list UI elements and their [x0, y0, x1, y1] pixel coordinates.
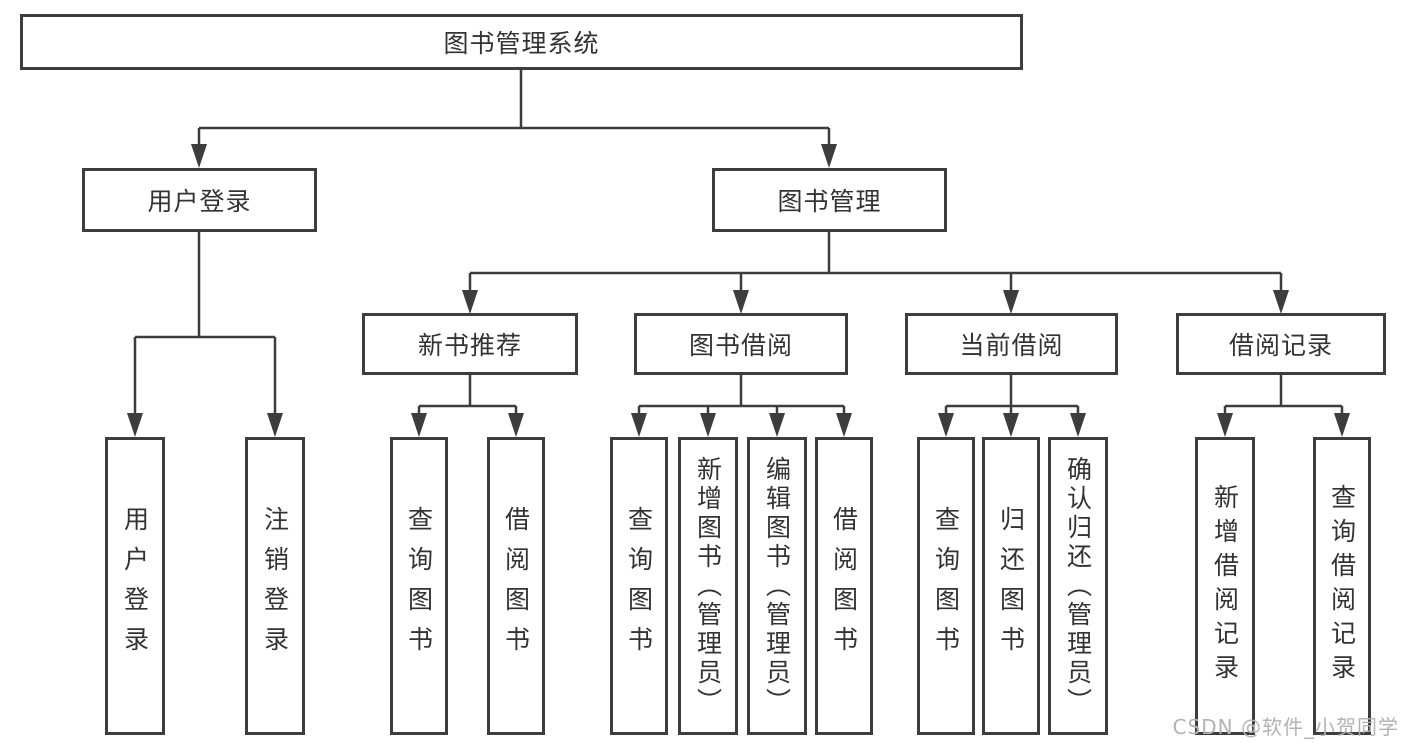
csdn-watermark: CSDN @软件_小贺同学: [1172, 715, 1399, 739]
leaf-user-login-label: 用户登录: [120, 506, 150, 666]
node-user-login-label: 用户登录: [147, 187, 252, 216]
leaf-add-borrow-record: 新增借阅记录: [1195, 437, 1255, 735]
node-borrow-record: 借阅记录: [1176, 313, 1386, 375]
leaf-recommend-query-book: 查询图书: [390, 437, 448, 735]
node-new-book-recommend-label: 新书推荐: [417, 331, 522, 360]
node-book-borrow-label: 图书借阅: [688, 331, 793, 360]
leaf-current-query-book: 查询图书: [917, 437, 975, 735]
node-user-login: 用户登录: [82, 168, 317, 232]
leaf-borrow-query-book-label: 查询图书: [624, 506, 654, 666]
leaf-user-login: 用户登录: [105, 437, 165, 735]
leaf-borrow-book: 借阅图书: [815, 437, 873, 735]
leaf-add-book-admin-label: 新增图书（管理员）: [693, 455, 723, 717]
leaf-logout-label: 注销登录: [260, 506, 290, 666]
arrowheads: [127, 144, 1350, 437]
leaf-recommend-borrow-book: 借阅图书: [487, 437, 545, 735]
leaf-return-book: 归还图书: [982, 437, 1040, 735]
leaf-recommend-borrow-book-label: 借阅图书: [501, 506, 531, 666]
leaf-borrow-book-label: 借阅图书: [829, 506, 859, 666]
node-new-book-recommend: 新书推荐: [362, 313, 578, 375]
leaf-add-book-admin: 新增图书（管理员）: [678, 437, 738, 735]
node-root-label: 图书管理系统: [443, 29, 600, 58]
leaf-query-borrow-record-label: 查询借阅记录: [1327, 484, 1357, 688]
leaf-edit-book-admin-label: 编辑图书（管理员）: [762, 455, 792, 717]
leaf-borrow-query-book: 查询图书: [610, 437, 668, 735]
node-current-borrow: 当前借阅: [905, 313, 1118, 375]
leaf-current-query-book-label: 查询图书: [931, 506, 961, 666]
leaf-confirm-return-admin: 确认归还（管理员）: [1048, 437, 1108, 735]
node-borrow-record-label: 借阅记录: [1228, 331, 1333, 360]
node-current-borrow-label: 当前借阅: [959, 331, 1064, 360]
leaf-recommend-query-book-label: 查询图书: [404, 506, 434, 666]
leaf-query-borrow-record: 查询借阅记录: [1313, 437, 1371, 735]
leaf-add-borrow-record-label: 新增借阅记录: [1210, 484, 1240, 688]
connector-lines: [133, 70, 1344, 418]
node-root: 图书管理系统: [20, 14, 1023, 70]
node-book-borrow: 图书借阅: [634, 313, 848, 375]
leaf-return-book-label: 归还图书: [996, 506, 1026, 666]
leaf-edit-book-admin: 编辑图书（管理员）: [747, 437, 807, 735]
leaf-logout: 注销登录: [245, 437, 305, 735]
node-book-management: 图书管理: [712, 168, 947, 232]
leaf-confirm-return-admin-label: 确认归还（管理员）: [1063, 455, 1093, 717]
node-book-management-label: 图书管理: [777, 187, 882, 216]
